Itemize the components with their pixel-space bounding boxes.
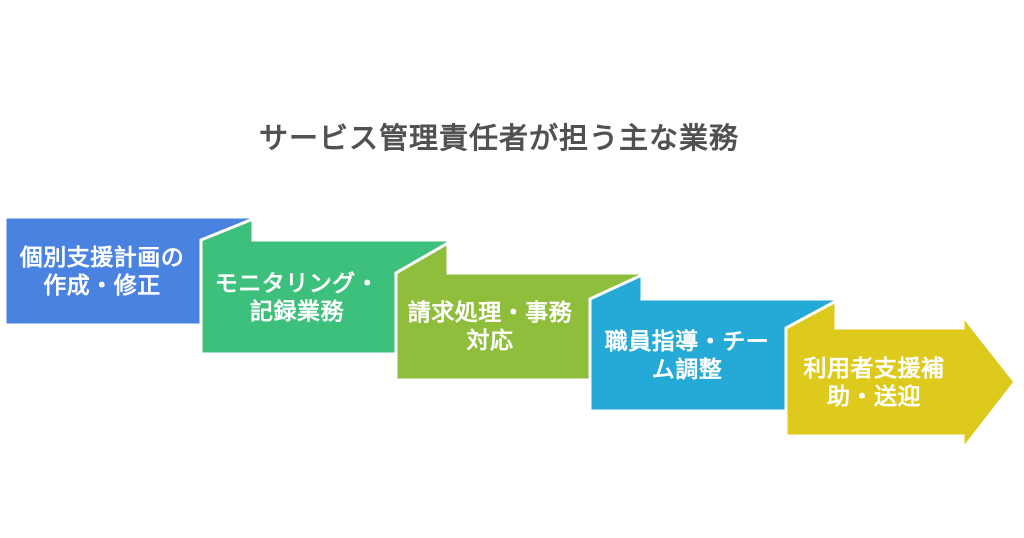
step-label-line: 請求処理・事務 bbox=[408, 299, 573, 325]
step-staff-guidance-team: 職員指導・チー ム調整 bbox=[588, 272, 838, 413]
step-label-line: 記録業務 bbox=[250, 298, 345, 324]
step-label-line: 職員指導・チー bbox=[605, 328, 770, 354]
step-user-support-transport: 利用者支援補 助・送迎 bbox=[784, 298, 1017, 454]
step-billing-admin: 請求処理・事務 対応 bbox=[394, 240, 644, 382]
step-label-line: ム調整 bbox=[652, 356, 723, 382]
step-arrow-shape-5 bbox=[784, 298, 1017, 454]
step-label-line: 個別支援計画の bbox=[19, 244, 185, 270]
step-label-line: 対応 bbox=[467, 327, 514, 353]
step-label-line: 利用者支援補 bbox=[804, 355, 945, 381]
step-label-line: モニタリング・ bbox=[215, 270, 380, 296]
step-label-line: 作成・修正 bbox=[43, 272, 161, 298]
step-label-line: 助・送迎 bbox=[827, 383, 921, 409]
diagram-title: サービス管理責任者が担う主な業務 bbox=[259, 121, 739, 155]
